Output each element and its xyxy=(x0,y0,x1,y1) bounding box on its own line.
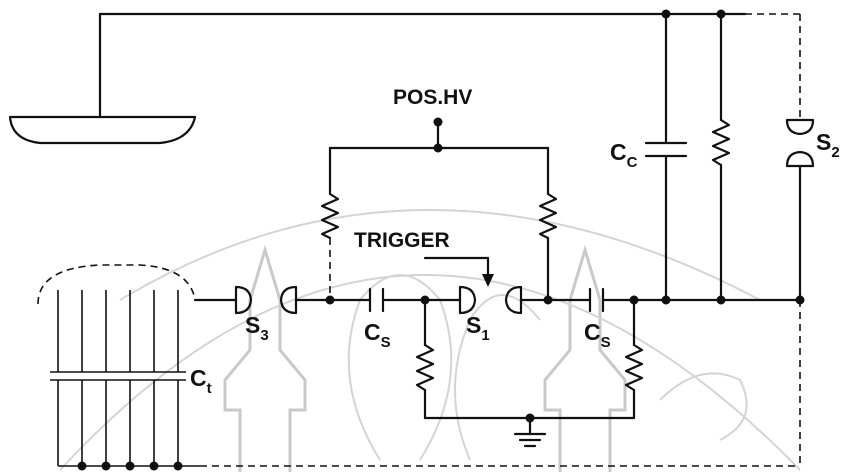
label-cc: CC xyxy=(610,139,638,171)
ct-capacitor-stack xyxy=(50,290,186,471)
r-gnd-left-resistor xyxy=(415,343,435,392)
r-left-resistor xyxy=(320,192,340,240)
s2-gap-upper xyxy=(785,118,815,136)
cable-outline xyxy=(37,264,196,305)
label-trigger: TRIGGER xyxy=(354,229,450,252)
label-cs-left: CS xyxy=(364,319,391,351)
label-poshv: POS.HV xyxy=(393,86,472,109)
label-s3: S3 xyxy=(245,312,269,344)
label-s1: S1 xyxy=(466,312,490,344)
watermark-emblem xyxy=(59,209,801,472)
node-cc-bottom xyxy=(661,295,671,305)
r-right-resistor xyxy=(538,192,558,240)
trigger-arrowhead xyxy=(482,274,494,287)
node-r-bottom xyxy=(716,295,726,305)
label-s2: S2 xyxy=(816,129,840,161)
s3-gap-right xyxy=(279,285,298,315)
label-ct: Ct xyxy=(190,365,212,397)
poshv-terminal xyxy=(433,117,443,127)
s1-gap-left xyxy=(458,285,477,315)
s2-gap-lower xyxy=(785,150,815,168)
trigger-arrow-line xyxy=(423,256,490,278)
top-electrode xyxy=(8,115,197,145)
r-top-resistor xyxy=(711,118,731,167)
s3-gap-left xyxy=(234,285,253,315)
r-gnd-right-resistor xyxy=(624,343,644,392)
label-cs-right: CS xyxy=(584,319,611,351)
s1-gap-right xyxy=(504,285,523,315)
node-left-r xyxy=(325,295,335,305)
node-right-r xyxy=(543,295,553,305)
